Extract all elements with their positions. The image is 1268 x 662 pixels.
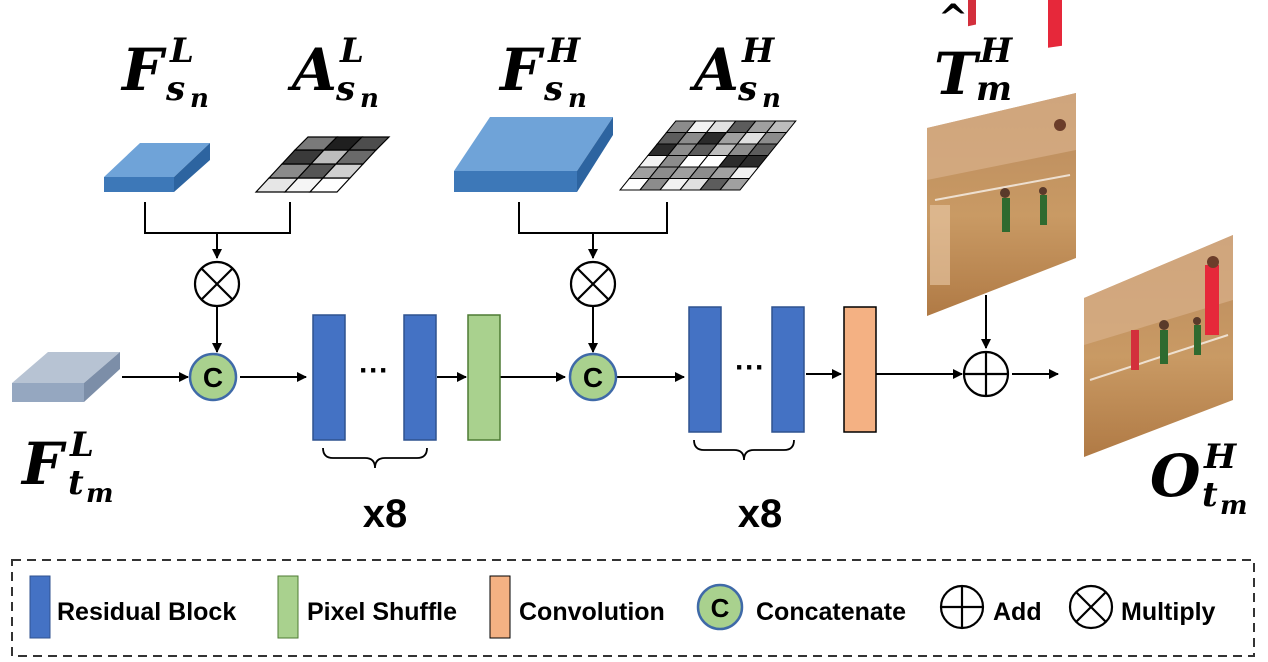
attention-grid-high	[618, 120, 797, 191]
bracket-low	[144, 202, 291, 259]
repeat-label-1: x8	[363, 492, 408, 536]
multiply-op-2	[569, 260, 617, 308]
svg-text:F: F	[498, 36, 545, 104]
svg-text:n: n	[190, 84, 209, 114]
svg-text:n: n	[568, 84, 587, 114]
svg-text:H: H	[1203, 437, 1238, 477]
svg-text:s: s	[335, 69, 355, 109]
legend-multiply-icon	[1068, 584, 1114, 630]
svg-text:O: O	[1150, 442, 1201, 510]
residual-block	[312, 314, 346, 441]
svg-text:s: s	[737, 69, 757, 109]
svg-text:t: t	[1202, 475, 1218, 515]
legend-pixel-shuffle-swatch	[277, 575, 299, 639]
feature-slab-s-high	[454, 117, 613, 192]
legend-residual-swatch	[29, 575, 51, 639]
svg-text:s: s	[543, 69, 563, 109]
label-o-t-high: O H t m	[1150, 437, 1248, 521]
feature-slab-t-low	[12, 352, 120, 402]
label-f-s-low: F L s n	[120, 31, 209, 114]
legend-concat-swatch	[696, 583, 744, 631]
svg-text:s: s	[165, 69, 185, 109]
svg-text:H: H	[741, 31, 776, 71]
svg-text:m: m	[976, 69, 1012, 109]
legend-concatenate-label: Concatenate	[756, 598, 906, 626]
attention-grid-low	[254, 136, 391, 193]
residual-block	[688, 306, 722, 433]
legend-convolution-swatch	[489, 575, 511, 639]
repeat-label-2: x8	[738, 492, 783, 536]
legend: Residual Block Pixel Shuffle Convolution…	[11, 559, 1255, 657]
legend-convolution-label: Convolution	[519, 598, 665, 626]
svg-text:F: F	[20, 430, 67, 498]
brace-2	[693, 439, 795, 461]
attention-cell	[765, 120, 797, 133]
svg-text:L: L	[339, 31, 364, 71]
multiply-op-1	[193, 260, 241, 308]
legend-pixel-shuffle-label: Pixel Shuffle	[307, 598, 457, 626]
svg-text:m: m	[1220, 491, 1248, 521]
residual-block	[771, 306, 805, 433]
label-f-t-low: F L t m	[20, 425, 114, 509]
svg-text:L: L	[69, 425, 94, 465]
legend-frame	[11, 559, 1255, 657]
flow-arrows	[122, 295, 1059, 382]
label-t-hat-high: ^ T H m	[934, 0, 1014, 109]
legend-residual-label: Residual Block	[57, 598, 236, 626]
legend-add-label: Add	[993, 598, 1042, 626]
svg-text:C: C	[203, 362, 223, 393]
label-f-s-high: F H s n	[498, 31, 587, 114]
concat-op-1: C	[188, 352, 238, 402]
output-image-o-high	[1084, 235, 1233, 457]
brace-1	[322, 447, 428, 469]
svg-text:A: A	[689, 36, 739, 104]
convolution-block	[843, 306, 877, 433]
svg-text:n: n	[360, 84, 379, 114]
reference-image-t-high	[927, 0, 1076, 316]
label-a-s-high: A H s n	[689, 31, 781, 114]
ellipsis-1: ···	[359, 354, 389, 387]
svg-text:F: F	[120, 36, 167, 104]
bracket-high	[518, 202, 668, 259]
svg-text:n: n	[762, 84, 781, 114]
svg-text:m: m	[86, 479, 114, 509]
svg-text:T: T	[934, 40, 981, 108]
legend-add-icon	[939, 584, 985, 630]
legend-concat-symbol: C	[711, 593, 730, 623]
svg-text:^: ^	[938, 0, 968, 39]
svg-text:H: H	[547, 31, 582, 71]
ellipsis-2: ···	[735, 351, 765, 384]
add-op	[962, 350, 1010, 398]
svg-text:A: A	[287, 36, 337, 104]
label-a-s-low: A L s n	[287, 31, 379, 114]
concat-op-2: C	[568, 352, 618, 402]
svg-text:C: C	[583, 362, 603, 393]
residual-block	[403, 314, 437, 441]
legend-multiply-label: Multiply	[1121, 598, 1216, 626]
svg-text:t: t	[68, 463, 84, 503]
pixel-shuffle-block	[467, 314, 501, 441]
svg-text:L: L	[169, 31, 194, 71]
feature-slab-s-low	[104, 143, 210, 192]
svg-text:H: H	[979, 31, 1014, 71]
